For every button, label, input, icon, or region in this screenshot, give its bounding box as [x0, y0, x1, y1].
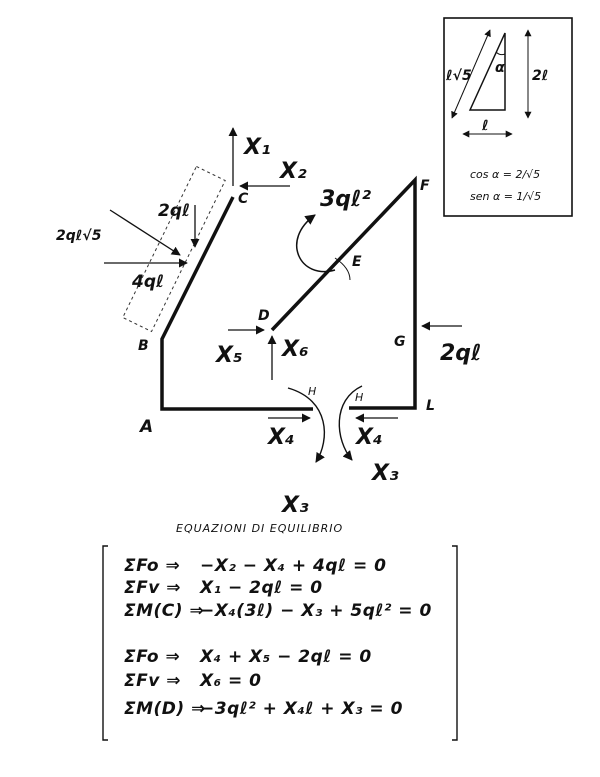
geometry-inset: α ℓ√5 2ℓ ℓ cos α = 2/√5 sen α = 1/√5	[443, 17, 573, 217]
eq1-lhs: ΣFo ⇒	[124, 556, 180, 576]
x3-left-arrow	[287, 387, 326, 463]
x3-right-arrow	[338, 385, 363, 461]
diagonal-load-label: 2qℓ√5	[56, 228, 102, 244]
point-a: A	[138, 417, 153, 437]
point-l: L	[426, 398, 435, 414]
inset-angle-label: α	[495, 60, 505, 76]
horizontal-load-label: 4qℓ	[131, 272, 164, 292]
x4-right-label: X₄	[354, 425, 383, 450]
g-load-label: 2qℓ	[440, 341, 481, 366]
eq2-rhs: X₁ − 2qℓ = 0	[199, 578, 323, 598]
eq2-lhs: ΣFv ⇒	[124, 578, 181, 598]
point-d: D	[258, 308, 270, 324]
point-f: F	[420, 178, 430, 194]
distributed-load-box	[122, 165, 226, 333]
inset-vert-label: 2ℓ	[532, 68, 548, 84]
eq5-lhs: ΣFv ⇒	[124, 671, 181, 691]
inset-cos-text: cos α = 2/√5	[470, 168, 540, 181]
x2-label: X₂	[278, 159, 307, 184]
moment-label: 3qℓ²	[320, 187, 371, 212]
right-member	[270, 175, 417, 410]
x5-label: X₅	[214, 343, 243, 368]
right-bracket	[452, 545, 458, 741]
x1-label: X₁	[242, 135, 271, 160]
point-g: G	[394, 334, 406, 350]
eq3-lhs: ΣM(C) ⇒	[124, 601, 204, 621]
left-member	[160, 196, 313, 411]
eq6-lhs: ΣM(D) ⇒	[124, 699, 206, 719]
forces: X₁ X₂ 2qℓ√5 2qℓ 4qℓ 3qℓ² X₅ X₆ 2qℓ X₄ X₄	[56, 127, 481, 518]
diagonal-load-arrow	[109, 209, 181, 256]
inset-hyp-dim	[451, 29, 491, 119]
inset-hyp-label: ℓ√5	[445, 68, 472, 84]
point-h-right: H	[355, 391, 363, 404]
point-h-left: H	[308, 385, 316, 398]
point-labels: A B C D E F G H H L	[138, 178, 435, 437]
x6-label: X₆	[280, 337, 309, 362]
vertical-load-label: 2qℓ	[158, 201, 190, 221]
point-c: C	[238, 191, 249, 207]
structure-members	[122, 165, 417, 411]
eq6-rhs: −3qℓ² + X₄ℓ + X₃ = 0	[200, 699, 403, 719]
x3-left-label: X₃	[280, 493, 309, 518]
point-b: B	[138, 338, 149, 354]
eq3-rhs: −X₄(3ℓ) − X₃ + 5qℓ² = 0	[200, 601, 432, 621]
eq1-rhs: −X₂ − X₄ + 4qℓ = 0	[200, 556, 386, 576]
point-e: E	[352, 254, 362, 270]
eq5-rhs: X₆ = 0	[199, 671, 261, 691]
left-bracket	[102, 545, 108, 741]
angle-arc-e	[334, 257, 351, 281]
inset-frame	[443, 17, 573, 217]
x4-left-label: X₄	[266, 425, 295, 450]
eq4-lhs: ΣFo ⇒	[124, 647, 180, 667]
inset-sin-text: sen α = 1/√5	[470, 190, 541, 203]
moment-arrow	[296, 214, 336, 273]
inset-angle-arc	[495, 51, 506, 56]
equations-heading: EQUAZIONI DI EQUILIBRIO	[176, 522, 343, 535]
eq4-rhs: X₄ + X₅ − 2qℓ = 0	[199, 647, 372, 667]
inset-horiz-label: ℓ	[481, 118, 489, 134]
equations-section: EQUAZIONI DI EQUILIBRIO ΣFo ⇒ −X₂ − X₄ +…	[102, 522, 458, 741]
x3-right-label: X₃	[370, 461, 399, 486]
